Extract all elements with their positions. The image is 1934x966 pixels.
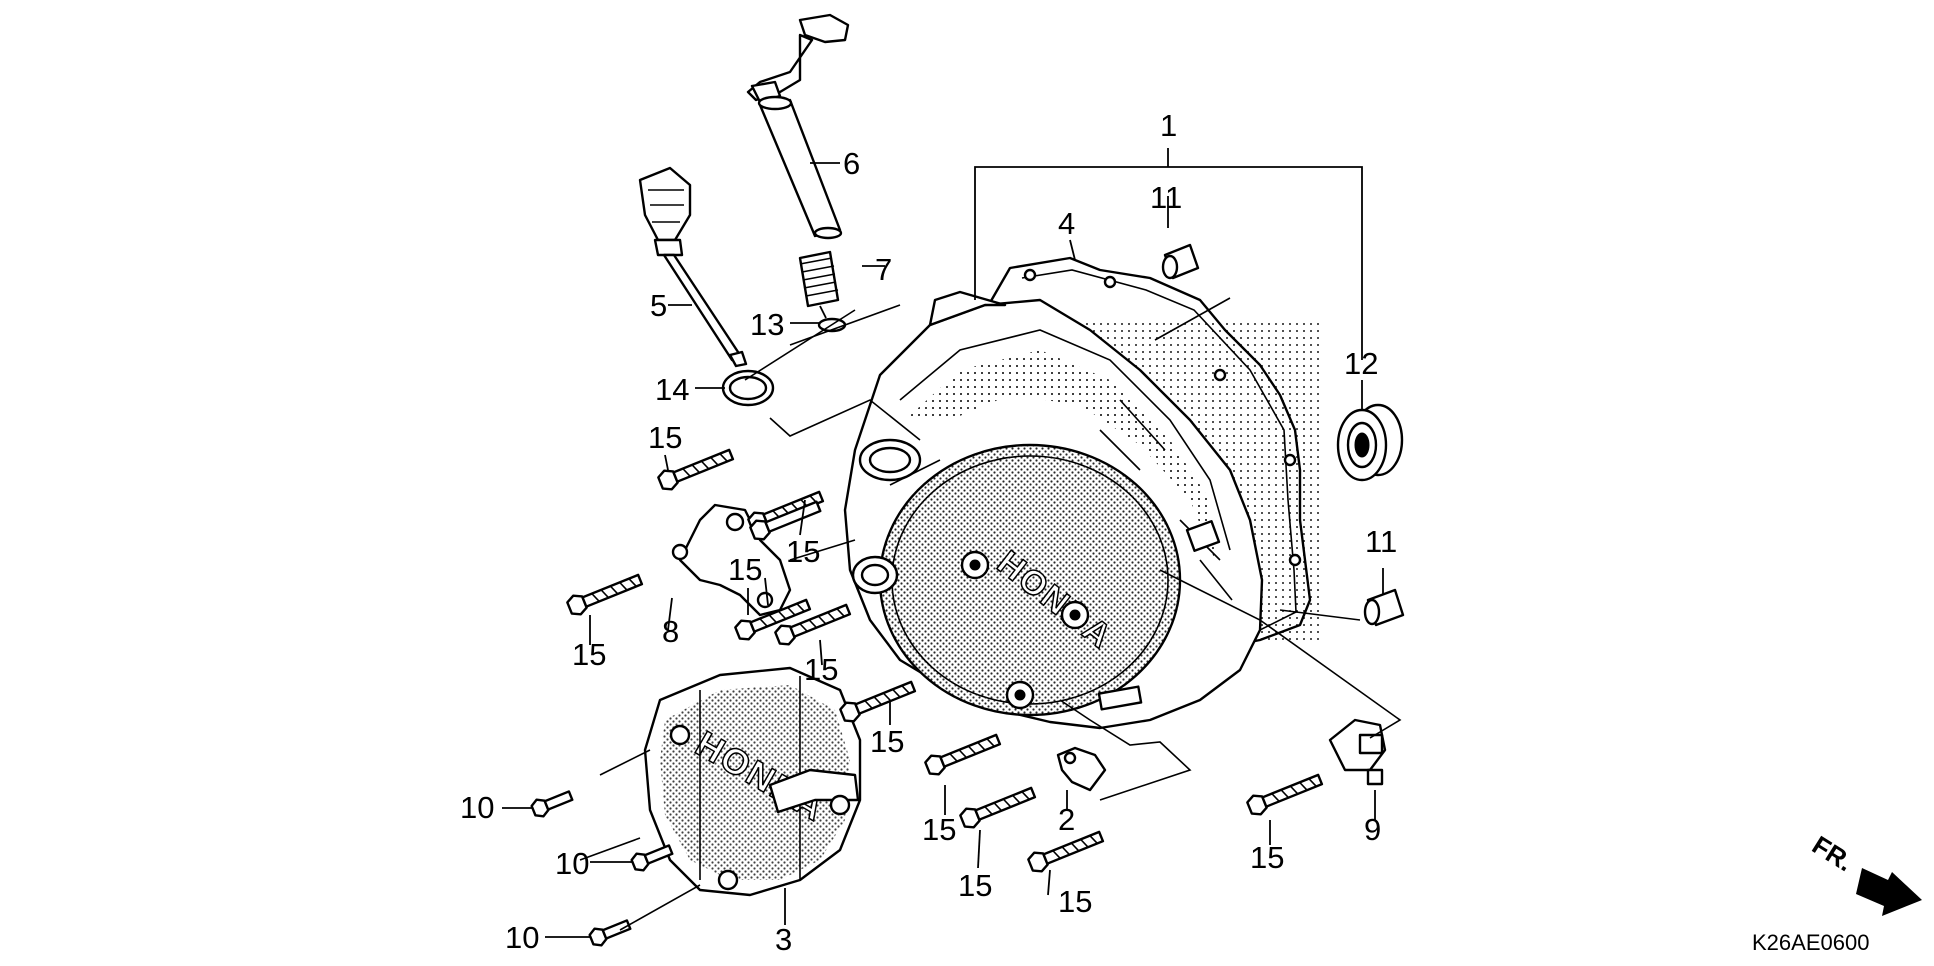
callout-3: 3: [775, 922, 792, 957]
bolt-g: [924, 733, 1002, 776]
callout-15a: 15: [648, 420, 682, 455]
bolt-c: [566, 573, 644, 616]
bolt-i: [1027, 830, 1105, 873]
callout-15c: 15: [728, 552, 762, 587]
callout-13: 13: [750, 307, 784, 342]
callout-9: 9: [1364, 812, 1381, 847]
callout-15g: 15: [922, 812, 956, 847]
callout-6: 6: [843, 146, 860, 181]
callout-15j: 15: [1250, 840, 1284, 875]
guide-lines: [579, 148, 1402, 931]
callout-2: 2: [1058, 802, 1075, 837]
oil-dipstick: [638, 166, 748, 368]
bolt-small-a: [530, 790, 574, 818]
bolt-small-b: [630, 844, 674, 872]
o-ring-large: [721, 369, 775, 407]
direction-label: FR.: [1807, 830, 1858, 878]
arrow-icon: [1856, 868, 1922, 916]
callout-1: 1: [1160, 108, 1177, 143]
bolt-k: [749, 500, 822, 541]
leader-lines: [502, 162, 1384, 938]
callout-10c: 10: [505, 920, 539, 955]
dowel-pin-upper: [1161, 243, 1200, 280]
bolt-e: [774, 603, 852, 646]
callout-12: 12: [1344, 346, 1378, 381]
callout-14: 14: [655, 372, 689, 407]
crankcase-cover: HONDA: [843, 290, 1264, 730]
callout-10a: 10: [460, 790, 494, 825]
callout-15f: 15: [870, 724, 904, 759]
bolt-d: [734, 598, 812, 641]
callout-15i: 15: [1058, 884, 1092, 919]
clip: [1056, 746, 1107, 792]
bolt-j: [1246, 773, 1324, 816]
callout-7: 7: [875, 252, 892, 287]
dowel-pin-lower: [1363, 588, 1405, 627]
callout-11b: 11: [1365, 524, 1397, 559]
callout-4: 4: [1058, 206, 1075, 241]
generator-cover: HONDA: [643, 666, 862, 897]
bolt-a: [657, 448, 735, 491]
bolt-f: [839, 680, 917, 723]
callout-15b: 15: [786, 534, 820, 569]
callout-15d: 15: [572, 637, 606, 672]
callout-15e: 15: [804, 652, 838, 687]
bolt-small-c: [588, 919, 632, 947]
drawing-code: K26AE0600: [1752, 930, 1869, 955]
bearing: [1336, 403, 1404, 482]
shift-shaft: [746, 13, 850, 240]
callout-15h: 15: [958, 868, 992, 903]
spring: [798, 250, 840, 319]
callout-8: 8: [662, 614, 679, 649]
callouts: 1 2 3 4 5 6 7 8 9 10 10 10 11 11 12 13 1…: [460, 108, 1397, 957]
sensor: [1328, 718, 1387, 786]
front-direction-arrow: FR.: [1807, 830, 1922, 916]
bolts: [530, 448, 1324, 947]
callout-5: 5: [650, 288, 667, 323]
bolt-h: [959, 786, 1037, 829]
callout-10b: 10: [555, 846, 589, 881]
callout-11a: 11: [1150, 180, 1182, 215]
